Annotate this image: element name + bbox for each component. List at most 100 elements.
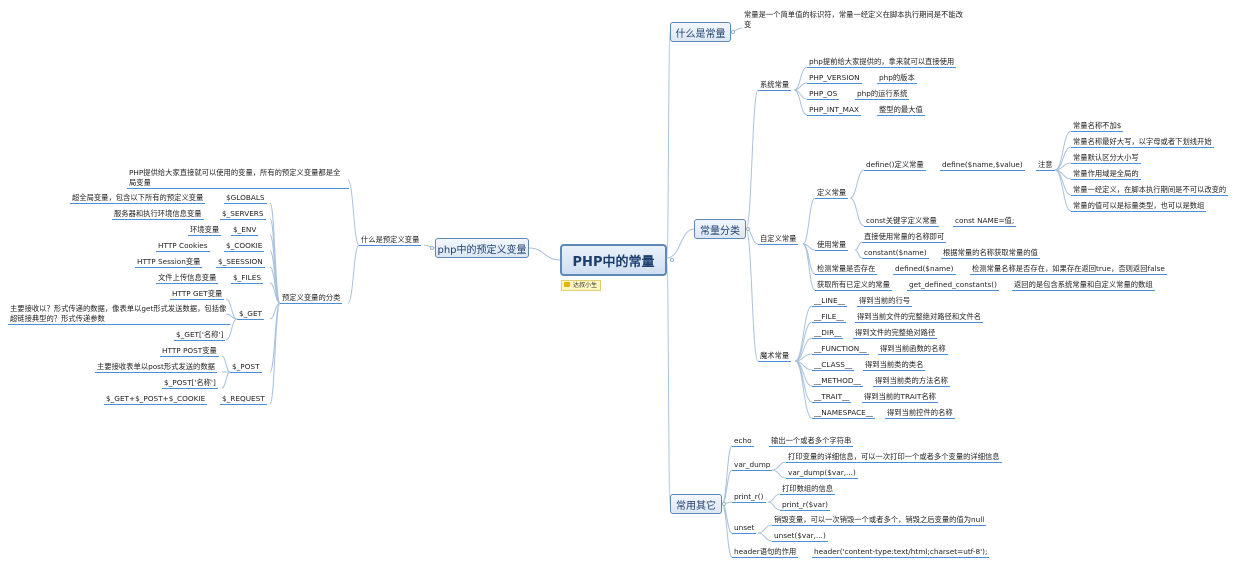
echo-desc: 输出一个或者多个字符串 xyxy=(769,436,854,447)
connector xyxy=(794,360,813,419)
predef-var-desc: HTTP Cookies xyxy=(156,241,210,252)
topic-what-is-constant[interactable]: 什么是常量 xyxy=(670,22,731,42)
note-item: 常量作用域是全局的 xyxy=(1071,169,1141,180)
collapse-dot[interactable] xyxy=(670,258,674,262)
collapse-dot[interactable] xyxy=(722,502,726,506)
get-all-label[interactable]: 获取所有已定义的常量 xyxy=(815,280,892,291)
predef-var-name: $_FILES xyxy=(231,273,263,284)
const-keyword: const关键字定义常量 xyxy=(864,216,939,227)
connector xyxy=(771,461,787,471)
custom-constants-label[interactable]: 自定义常量 xyxy=(758,234,799,245)
connector xyxy=(1054,130,1072,171)
check-constant-label[interactable]: 检测常量是否存在 xyxy=(815,264,878,275)
note-item: 常量名称最好大写，以字母或者下划线开始 xyxy=(1071,137,1214,148)
connector xyxy=(745,228,759,362)
predef-var-name: $_ENV xyxy=(231,225,259,236)
collapse-dot[interactable] xyxy=(731,30,735,34)
system-item-name: PHP_INT_MAX xyxy=(807,105,861,116)
what-predefined-label[interactable]: 什么是预定义变量 xyxy=(359,235,422,246)
post-var-name: $_POST xyxy=(230,362,262,373)
request-var-name: $_REQUEST xyxy=(220,394,267,405)
connector xyxy=(794,321,813,362)
topic-predefined-variables[interactable]: php中的预定义变量 xyxy=(435,238,529,258)
magic-item-desc: 得到当前的TRAIT名称 xyxy=(862,392,938,403)
magic-item-name: __FILE__ xyxy=(812,312,846,323)
get-defined-desc: 返回的是包含系统常量和自定义常量的数组 xyxy=(1012,280,1155,291)
define-function: define()定义常量 xyxy=(864,160,926,171)
var-dump-label[interactable]: var_dump xyxy=(732,460,773,471)
print-r-label[interactable]: print_r() xyxy=(732,492,766,503)
magic-item-desc: 得到文件的完整绝对路径 xyxy=(853,328,938,339)
topic-common-others[interactable]: 常用其它 xyxy=(670,494,722,514)
topic-constant-categories[interactable]: 常量分类 xyxy=(694,219,746,239)
unset-syntax: unset($var,...) xyxy=(772,531,828,542)
get-item: HTTP GET变量 xyxy=(170,289,225,300)
predef-var-name: $GLOBALS xyxy=(224,193,267,204)
author-badge: 达叔小生 xyxy=(561,280,602,291)
magic-item-desc: 得到当前函数的名称 xyxy=(878,344,948,355)
use-direct: 直接使用常量的名称即可 xyxy=(862,232,947,243)
magic-item-name: __LINE__ xyxy=(812,296,847,307)
system-constants-label[interactable]: 系统常量 xyxy=(758,80,792,91)
get-var-name: $_GET xyxy=(237,309,265,320)
header-value: header('content-type:text/html;charset=u… xyxy=(812,547,990,558)
connector xyxy=(793,89,808,116)
magic-item-name: __DIR__ xyxy=(812,328,844,339)
collapse-dot[interactable] xyxy=(430,246,434,250)
connector xyxy=(767,493,781,503)
predef-var-desc: 服务器和执行环境信息变量 xyxy=(112,209,204,220)
connector xyxy=(802,243,816,291)
note-item: 常量一经定义，在脚本执行期间是不可以改变的 xyxy=(1071,185,1229,196)
post-item: HTTP POST变量 xyxy=(160,346,219,357)
magic-item-desc: 得到当前类的方法名称 xyxy=(873,376,950,387)
defined-function: defined($name) xyxy=(893,264,956,275)
get-item: 主要接收以？形式传递的数据，像表单以get形式发送数据，包括像超链接典型的？形式… xyxy=(8,304,230,325)
connector xyxy=(757,524,773,534)
magic-item-name: __FUNCTION__ xyxy=(812,344,869,355)
predef-var-name: $_COOKIE xyxy=(224,241,265,252)
magic-constants-label[interactable]: 魔术常量 xyxy=(758,351,792,362)
define-signature: define($name,$value) xyxy=(940,160,1025,171)
connector xyxy=(528,247,561,261)
echo-label[interactable]: echo xyxy=(732,436,754,447)
unset-desc: 销毁变量，可以一次销毁一个或者多个，销毁之后变量的值为null xyxy=(772,515,987,526)
root-topic[interactable]: PHP中的常量 xyxy=(560,244,667,276)
what-desc: 常量是一个简单值的标识符，常量一经定义在脚本执行期间是不能改变 xyxy=(744,10,963,29)
header-label[interactable]: header语句的作用 xyxy=(732,547,799,558)
predef-var-name: $_SEESSION xyxy=(216,257,265,268)
unset-label[interactable]: unset xyxy=(732,523,757,534)
connector xyxy=(221,371,231,389)
collapse-dot[interactable] xyxy=(746,227,750,231)
constant-function: constant($name) xyxy=(862,248,929,259)
note-item: 常量的值可以是标量类型，也可以是数组 xyxy=(1071,201,1207,212)
predef-var-desc: 超全局变量，包含以下所有的预定义变量 xyxy=(70,193,206,204)
connector xyxy=(794,305,813,362)
connector xyxy=(225,313,238,320)
note-label: 注意 xyxy=(1036,160,1055,171)
magic-item-desc: 得到当前类的类名 xyxy=(863,360,926,371)
connector xyxy=(221,355,231,373)
connector xyxy=(347,244,360,304)
label-icon xyxy=(564,282,570,287)
post-item: $_POST['名称'] xyxy=(162,378,218,389)
connector xyxy=(666,228,695,259)
connector xyxy=(757,532,773,542)
connector xyxy=(849,197,865,227)
connector xyxy=(854,241,863,251)
classify-label[interactable]: 预定义变量的分类 xyxy=(280,293,343,304)
connector xyxy=(269,218,281,304)
post-item: 主要接收表单以post形式发送的数据 xyxy=(95,362,217,373)
predef-var-desc: 文件上传信息变量 xyxy=(156,273,219,284)
predef-var-desc: 环境变量 xyxy=(188,225,222,236)
magic-item-desc: 得到当前控件的名称 xyxy=(885,408,955,419)
const-example: const NAME=值; xyxy=(953,216,1017,227)
var-dump-desc: 打印变量的详细信息，可以一次打印一个或者多个变量的详细信息 xyxy=(786,452,1002,463)
define-constant-label[interactable]: 定义常量 xyxy=(815,188,849,199)
print-r-syntax: print_r($var) xyxy=(780,500,830,511)
predef-var-name: $_SERVERS xyxy=(220,209,266,220)
connector xyxy=(721,503,733,558)
use-constant-label[interactable]: 使用常量 xyxy=(815,240,849,251)
predef-var-desc: HTTP Session变量 xyxy=(135,257,203,268)
magic-item-desc: 得到当前文件的完整绝对路径和文件名 xyxy=(855,312,984,323)
